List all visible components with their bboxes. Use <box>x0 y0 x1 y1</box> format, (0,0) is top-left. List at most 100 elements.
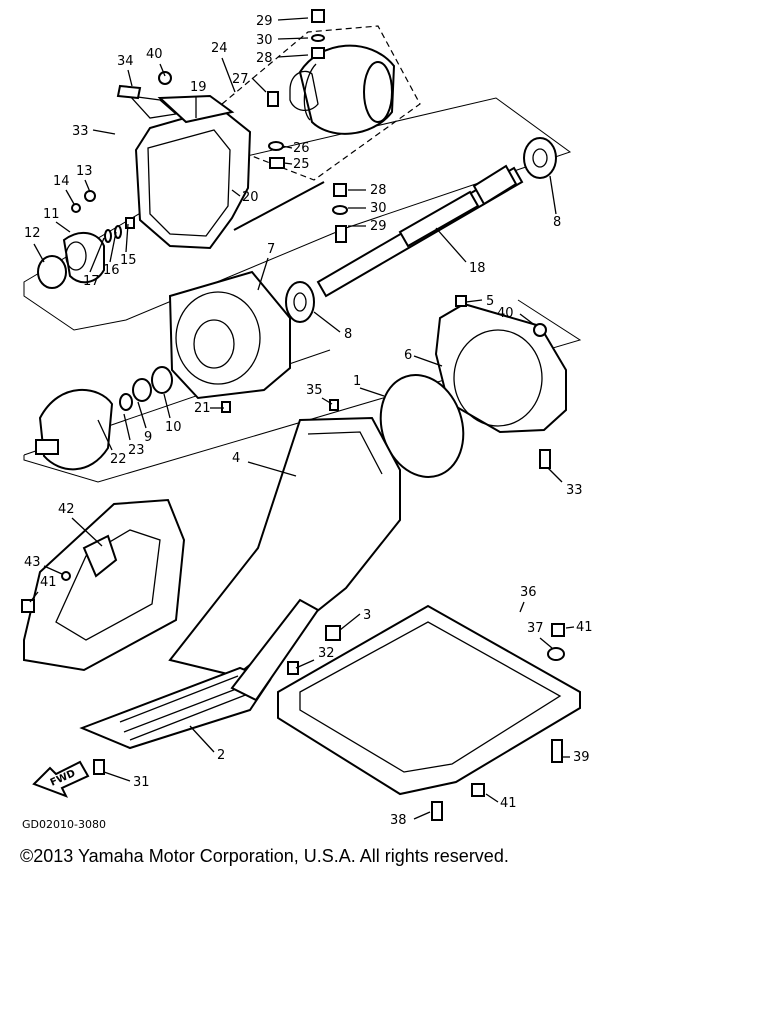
grommet-37 <box>547 647 565 661</box>
bolt-27 <box>267 91 279 107</box>
leader-line-c22 <box>97 419 113 451</box>
callout-c38: 38 <box>390 813 407 828</box>
middle-group-frame <box>23 299 582 483</box>
callout-c32: 32 <box>318 646 335 661</box>
callout-c7: 7 <box>267 242 275 257</box>
bolt-21 <box>221 401 231 413</box>
leader-line-c25 <box>283 162 293 165</box>
callout-c36: 36 <box>520 585 537 600</box>
fitting-15 <box>125 217 135 229</box>
callout-c9: 9 <box>144 430 152 445</box>
leader-line-c15 <box>125 223 129 253</box>
bracket-3 <box>230 598 341 702</box>
callout-c34: 34 <box>117 54 134 69</box>
leader-line-c30a <box>277 37 309 40</box>
callout-c30b: 30 <box>370 201 387 216</box>
callout-c33b: 33 <box>566 483 583 498</box>
leader-line-c14 <box>65 189 75 205</box>
callout-c12: 12 <box>24 226 41 241</box>
washer-14 <box>71 203 81 213</box>
callout-c42: 42 <box>58 502 75 517</box>
leader-line-c29a <box>277 17 309 21</box>
leader-lines <box>29 17 575 820</box>
leader-line-c3 <box>339 613 361 631</box>
leader-line-c37 <box>539 637 553 649</box>
callout-c33a: 33 <box>72 124 89 139</box>
leader-line-c33a <box>92 129 116 135</box>
cap-12 <box>37 255 67 289</box>
nozzle-parts-11-17 <box>37 190 135 289</box>
leader-line-c7 <box>257 257 269 291</box>
bolt-20 <box>233 181 325 231</box>
callout-c28a: 28 <box>256 51 273 66</box>
leader-line-c8a <box>549 175 557 215</box>
plate-34 <box>116 84 142 100</box>
callout-c41b: 41 <box>576 620 593 635</box>
leader-line-c40a <box>159 63 166 77</box>
leader-line-c31 <box>103 771 131 782</box>
leader-line-c10 <box>163 393 171 419</box>
leader-line-c38 <box>413 811 431 820</box>
callout-c3: 3 <box>363 608 371 623</box>
callout-c19: 19 <box>190 80 207 95</box>
leader-line-c28a <box>277 54 309 58</box>
callout-c18: 18 <box>469 261 486 276</box>
leader-line-c27 <box>251 77 267 93</box>
nut-40a <box>158 71 172 85</box>
leader-line-c1 <box>359 387 385 397</box>
nut-40b <box>533 323 547 337</box>
impeller-22 <box>35 366 231 471</box>
leader-line-c16 <box>109 231 117 263</box>
nut-41b <box>551 623 565 637</box>
callout-c41a: 41 <box>40 575 57 590</box>
leader-line-c20 <box>231 189 241 197</box>
callout-c39: 39 <box>573 750 590 765</box>
leader-line-c40b <box>519 313 537 327</box>
callout-c2: 2 <box>217 748 225 763</box>
bolt-39 <box>551 739 563 763</box>
callout-c28b: 28 <box>370 183 387 198</box>
callout-c1: 1 <box>353 374 361 389</box>
leader-line-c23 <box>123 413 131 441</box>
callout-c16: 16 <box>103 263 120 278</box>
leader-line-c42 <box>71 517 103 547</box>
leader-line-c8b <box>313 311 341 333</box>
leader-line-c13 <box>84 179 91 193</box>
leader-line-c12 <box>33 243 45 263</box>
drive-shaft-18 <box>316 137 557 298</box>
bolt-35 <box>329 399 339 411</box>
bolt-32 <box>287 661 299 675</box>
cap-3 <box>325 625 341 641</box>
callout-c6: 6 <box>404 348 412 363</box>
mid-fasteners <box>332 183 348 243</box>
housing-6 <box>434 295 567 469</box>
leader-line-c32 <box>295 659 315 669</box>
leader-line-c43 <box>43 565 63 575</box>
leader-line-c35 <box>321 397 333 405</box>
leader-line-c41c <box>485 793 499 803</box>
duct-4 <box>168 399 401 678</box>
callout-c30a: 30 <box>256 33 273 48</box>
drawing-code: GD02010-3080 <box>22 818 106 831</box>
callout-c27: 27 <box>232 72 249 87</box>
leader-line-c18 <box>435 227 467 263</box>
leader-line-c26 <box>281 145 293 149</box>
washer-23 <box>119 393 133 411</box>
nut-41a <box>21 599 35 613</box>
leader-line-c36 <box>519 601 525 613</box>
bolt-31 <box>93 759 105 775</box>
callout-c35: 35 <box>306 383 323 398</box>
callout-c24: 24 <box>211 41 228 56</box>
leader-line-c24 <box>221 57 236 93</box>
ring-9 <box>132 378 152 402</box>
callout-c26: 26 <box>293 141 310 156</box>
callout-c21: 21 <box>194 401 211 416</box>
nut-28b <box>333 183 347 197</box>
copyright-notice: ©2013 Yamaha Motor Corporation, U.S.A. A… <box>20 846 509 866</box>
washer-30b <box>332 205 348 215</box>
leader-line-c41a <box>29 591 39 603</box>
bearing-8a <box>523 137 557 179</box>
callout-c41c: 41 <box>500 796 517 811</box>
leader-line-c33b <box>547 467 563 483</box>
